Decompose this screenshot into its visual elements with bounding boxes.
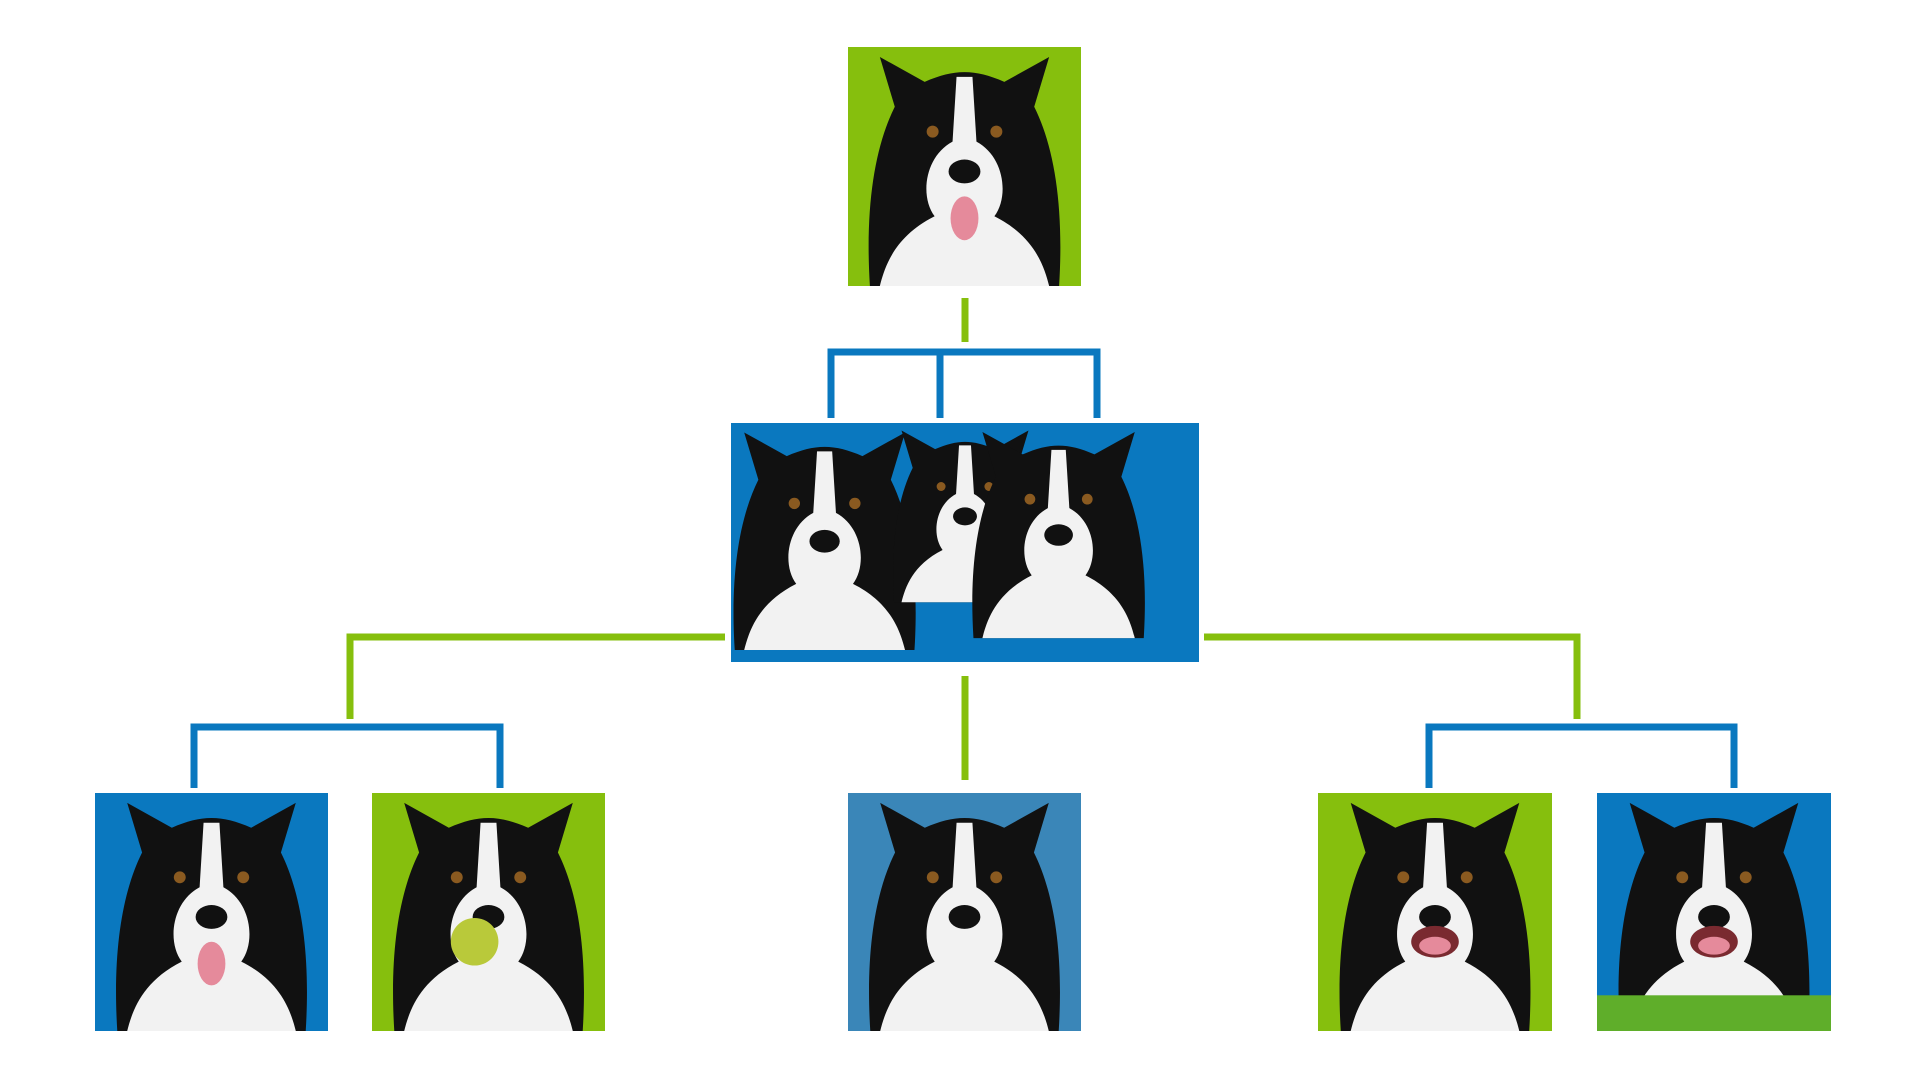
child-dog-photo-1: [95, 793, 328, 1031]
child-dog-photo-4: [1318, 793, 1552, 1031]
dog-photo-icon: [372, 793, 605, 1031]
dog-photo-icon: [848, 47, 1081, 286]
dog-icon: [116, 802, 307, 1031]
dog-icon: [393, 802, 584, 1031]
connector-puppies-bracket: [827, 348, 1101, 418]
connector-right-bracket: [1425, 723, 1738, 788]
puppy-icon: [733, 432, 916, 651]
dog-icon: [869, 802, 1060, 1031]
child-dog-photo-2: [372, 793, 605, 1031]
puppy-icon: [972, 431, 1145, 639]
dog-icon: [1339, 802, 1531, 1031]
connector-left-branch: [346, 633, 725, 719]
dog-icon: [868, 56, 1061, 286]
dog-icon: [1618, 802, 1810, 1031]
dog-photo-icon: [731, 423, 1199, 662]
puppies-photo: [731, 423, 1199, 662]
dog-photo-icon: [848, 793, 1081, 1031]
child-dog-photo-3: [848, 793, 1081, 1031]
dog-photo-icon: [95, 793, 328, 1031]
connector-right-branch: [1204, 633, 1581, 719]
child-dog-photo-5: [1597, 793, 1831, 1031]
connector-left-bracket: [190, 723, 504, 788]
parent-dog-photo: [848, 47, 1081, 286]
dog-photo-icon: [1318, 793, 1552, 1031]
dog-photo-icon: [1597, 793, 1831, 1031]
